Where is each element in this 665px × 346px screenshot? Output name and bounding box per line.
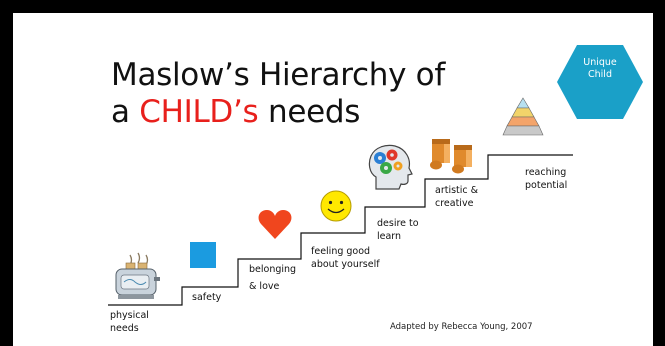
step-label-safety: safety [192, 291, 221, 304]
step-label-physical-needs: physical needs [110, 309, 149, 335]
title-suffix: needs [258, 94, 361, 130]
step-label-reaching-potential: reaching potential [525, 166, 567, 192]
step-label-line: learn [377, 231, 402, 242]
step-label-line: creative [435, 198, 474, 209]
step-label-desire-to-learn: desire to learn [377, 217, 419, 243]
badge-line-2: Child [588, 69, 612, 80]
heart-icon [258, 210, 292, 239]
step-label-feeling-good: feeling good about yourself [311, 245, 380, 271]
music-notes-icon [430, 139, 472, 174]
step-label-line: feeling good [311, 246, 371, 257]
title-prefix: a [111, 94, 140, 130]
step-label-line: desire to [377, 218, 419, 229]
step-label-line: needs [110, 323, 139, 334]
staircase [108, 154, 573, 306]
step-label-line: about yourself [311, 259, 380, 270]
badge-line-1: Unique [583, 57, 617, 68]
step-label-line: physical [110, 310, 149, 321]
badge-hexagon-icon [557, 45, 643, 119]
badge-label: Unique Child [557, 57, 643, 81]
title-line-1: Maslow’s Hierarchy of [111, 57, 445, 93]
step-label-artistic-creative: artistic & creative [435, 184, 478, 210]
step-label-belonging: belonging & love [249, 261, 296, 295]
step-label-line: belonging [249, 264, 297, 275]
step-label-line: & love [249, 281, 280, 292]
toaster-icon [115, 252, 160, 299]
slide: Maslow’s Hierarchy of a CHILD’s needs Un… [13, 13, 653, 346]
pyramid-icon [502, 97, 544, 136]
credit-text: Adapted by Rebecca Young, 2007 [390, 322, 533, 332]
head-gears-icon [368, 144, 413, 190]
step-label-line: reaching [525, 167, 567, 178]
step-label-line: artistic & [435, 185, 479, 196]
title-line-2: a CHILD’s needs [111, 94, 445, 131]
smiley-icon [320, 190, 352, 222]
title-highlight: CHILD’s [139, 94, 259, 130]
step-label-line: safety [192, 292, 222, 303]
step-label-line: potential [525, 180, 568, 191]
blue-square-icon [190, 242, 216, 268]
slide-title: Maslow’s Hierarchy of a CHILD’s needs [111, 57, 445, 131]
